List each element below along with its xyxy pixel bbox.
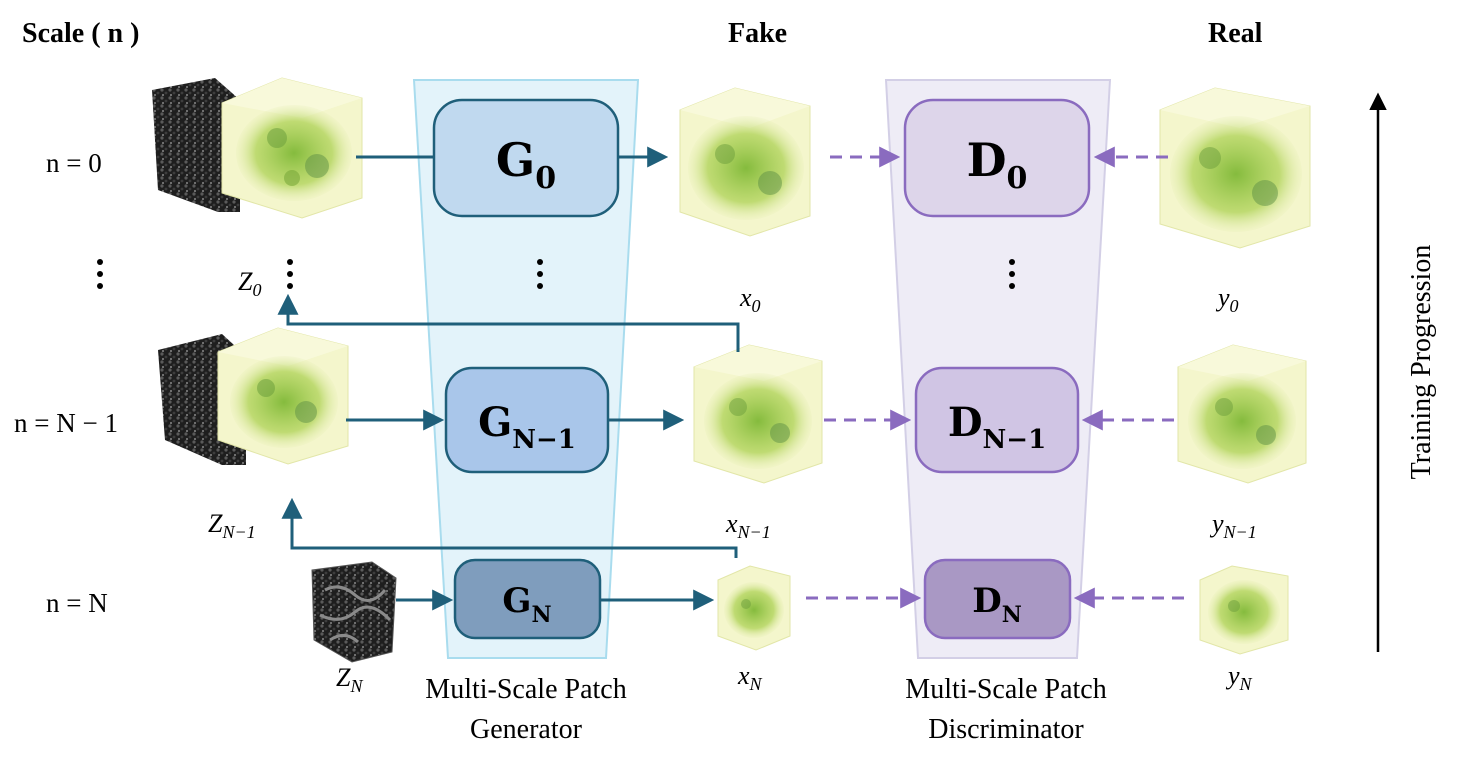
label-x0: x0 [739, 283, 761, 316]
scale-label-nN: n = N [46, 588, 108, 618]
svg-text:DN−1: DN−1 [948, 399, 1046, 455]
generator-caption-line2: Generator [470, 714, 583, 745]
svg-text:G0: G0 [496, 133, 556, 196]
ellipsis-discriminator [1009, 259, 1015, 289]
scale-label-nN1: n = N − 1 [14, 408, 118, 438]
discriminator-flow-arrows [806, 146, 1184, 609]
label-z0: Z0 [238, 267, 261, 300]
generator-flow-arrows [277, 146, 740, 611]
generator-caption-line1: Multi-Scale Patch [425, 674, 626, 705]
label-yN1: yN−1 [1209, 509, 1257, 542]
svg-text:GN−1: GN−1 [478, 399, 576, 455]
ellipsis-scale [97, 259, 103, 289]
discriminator-caption-line1: Multi-Scale Patch [905, 674, 1106, 705]
fake-volume-xN1 [693, 344, 823, 484]
discriminator-d0: D0 [903, 98, 1091, 218]
input-volume-nN [311, 561, 397, 663]
training-progression-label: Training Progression [1406, 245, 1437, 480]
real-volume-yN1 [1177, 344, 1307, 484]
real-header: Real [1208, 18, 1263, 49]
fake-header: Fake [728, 18, 787, 49]
label-xN: xN [737, 661, 763, 694]
generator-g0: G0 [432, 98, 620, 218]
input-volume-n0 [152, 77, 363, 219]
discriminator-dN: DN [923, 558, 1072, 640]
real-volume-y0 [1159, 87, 1311, 249]
input-volume-nN1 [158, 327, 349, 465]
ellipsis-noise [287, 259, 293, 289]
label-zN1: ZN−1 [208, 509, 256, 542]
label-yN: yN [1225, 661, 1253, 694]
svg-text:D0: D0 [967, 133, 1028, 196]
real-volume-yN [1199, 565, 1289, 655]
svg-text:DN: DN [972, 581, 1022, 628]
scale-header: Scale ( n ) [22, 18, 139, 49]
generator-gN1: GN−1 [444, 366, 610, 474]
svg-text:GN: GN [502, 581, 551, 628]
discriminator-dN1: DN−1 [914, 366, 1080, 474]
generator-gN: GN [453, 558, 602, 640]
discriminator-caption-line2: Discriminator [928, 714, 1084, 745]
label-zN: ZN [336, 663, 363, 696]
ellipsis-generator [537, 259, 543, 289]
label-xN1: xN−1 [725, 509, 771, 542]
fake-volume-x0 [679, 87, 811, 237]
label-y0: y0 [1215, 283, 1239, 316]
scale-label-n0: n = 0 [46, 148, 102, 178]
fake-volume-xN [717, 565, 791, 651]
